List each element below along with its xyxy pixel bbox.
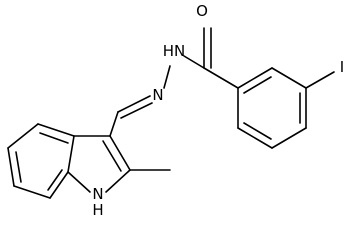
bond-bz-4: [13, 185, 51, 199]
atom-indole-h: H: [92, 201, 103, 219]
bond-n1-c7a: [67, 171, 91, 193]
bond-bz-double-1: [39, 132, 69, 144]
bond-bz-3: [7, 147, 15, 187]
bond-ring-1: [237, 67, 273, 89]
bond-ring-double-1: [243, 76, 272, 94]
molecule-structure-diagram: O HN N I N H: [7, 2, 344, 219]
bond-n-ch-2: [120, 102, 153, 119]
bond-n-n: [163, 65, 171, 89]
bond-c3-c2: [109, 135, 131, 171]
atom-imine-n: N: [152, 86, 163, 104]
bond-bz-double-3: [47, 169, 63, 191]
atom-hydrazide-nh: HN: [163, 42, 186, 60]
atom-oxygen: O: [196, 2, 208, 20]
bond-bz-double-2: [15, 151, 22, 183]
bond-ring-2: [271, 67, 307, 89]
bond-c7a-c3a: [67, 135, 75, 173]
bond-ch-c3: [109, 111, 119, 137]
bond-c2-n1: [105, 169, 131, 193]
bond-bz-1: [37, 123, 75, 137]
bond-c-nh: [183, 55, 205, 69]
bond-c3-c2-double: [102, 140, 122, 172]
bond-bz-5: [49, 171, 69, 199]
bond-bz-2: [7, 123, 39, 149]
bond-ring-5: [237, 127, 273, 149]
bond-ring-double-3: [243, 122, 272, 140]
bond-ring-4: [271, 127, 307, 149]
bond-ring-carbonyl: [203, 67, 239, 89]
indole-benzene-ring: [7, 123, 75, 199]
indole-pyrrole-ring: [67, 135, 131, 193]
bond-n-ch-1: [117, 95, 151, 113]
atom-iodine: I: [340, 58, 344, 76]
atom-indole-n: N: [92, 185, 103, 203]
bond-c-i: [305, 71, 335, 89]
iodophenyl-ring: [237, 67, 307, 149]
